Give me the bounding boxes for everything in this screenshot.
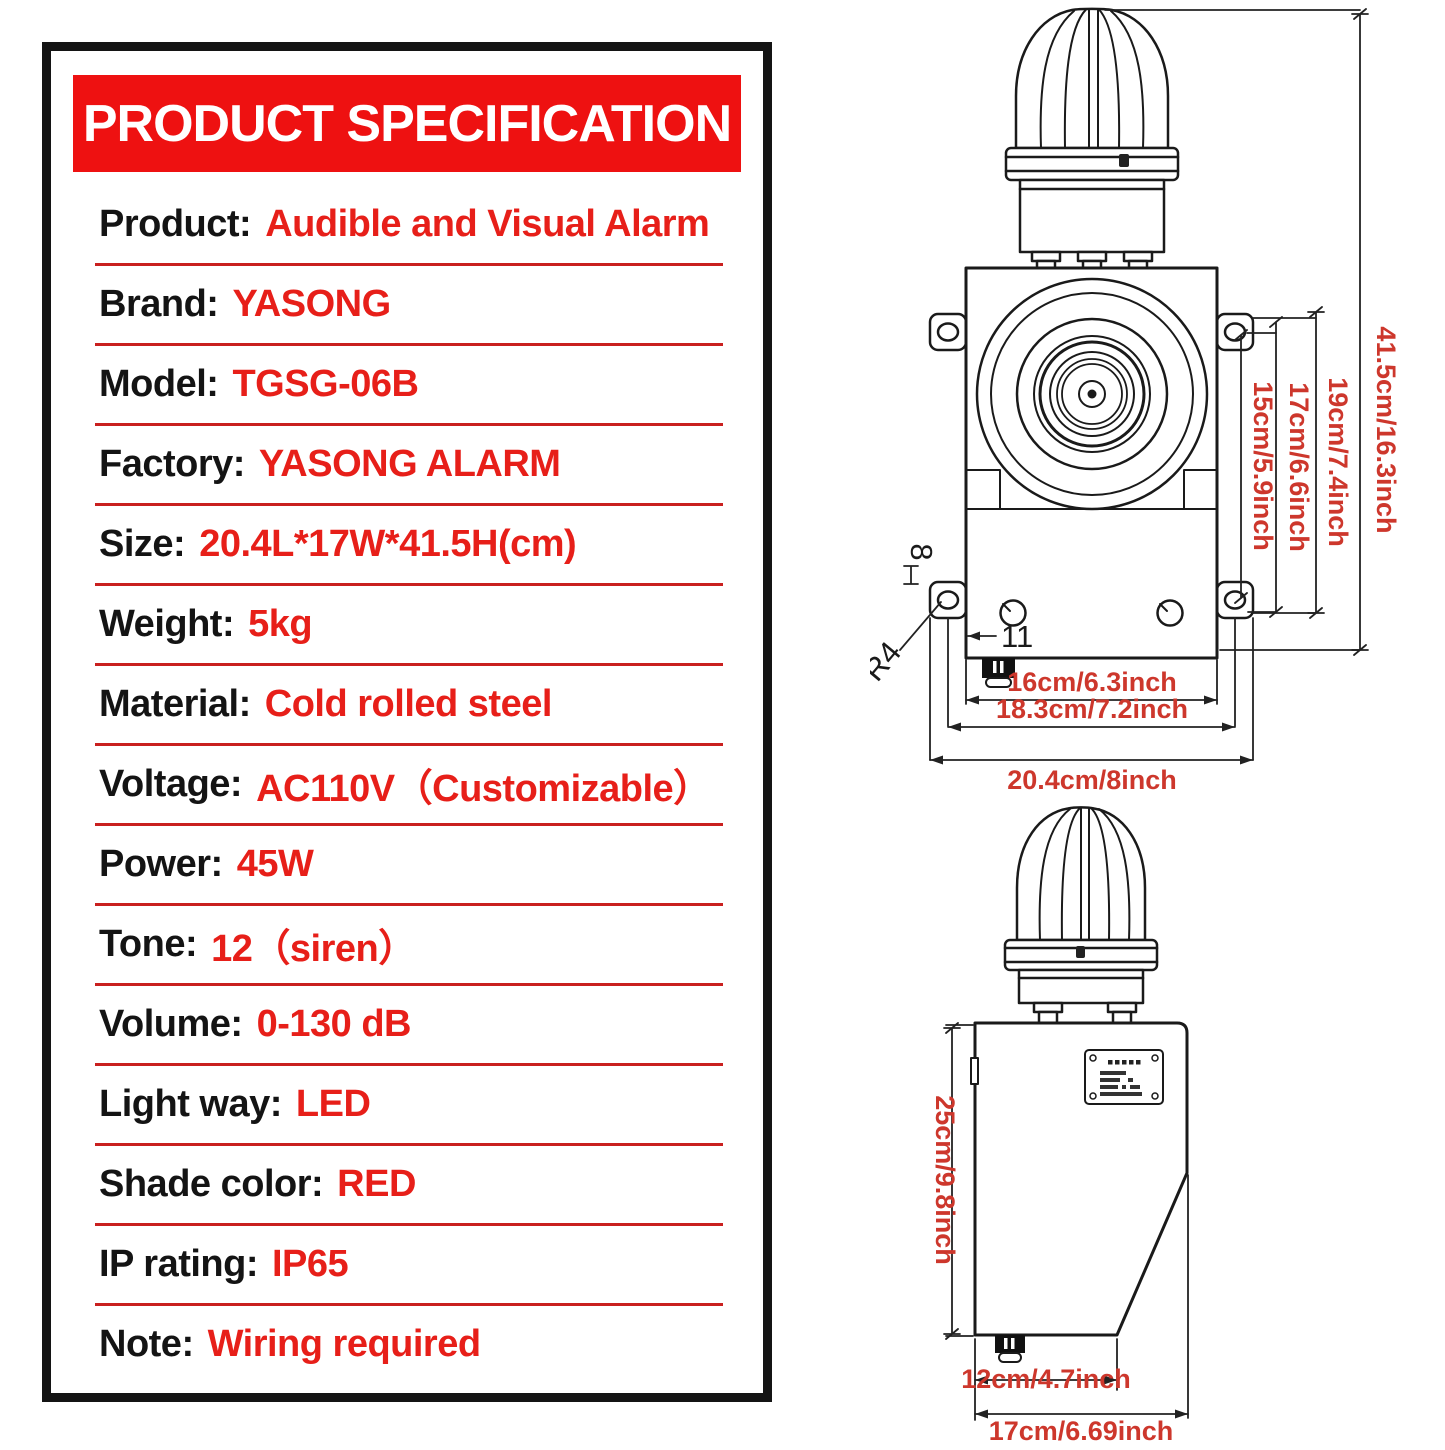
spec-value: LED — [295, 1083, 371, 1125]
spec-row-light-way: Light way: LED — [95, 1066, 723, 1146]
spec-value: 45W — [236, 843, 314, 885]
door-hinge — [970, 1057, 979, 1085]
note-tab-8: 8 — [904, 543, 939, 560]
spec-row-ip-rating: IP rating: IP65 — [95, 1226, 723, 1306]
spec-value: 5kg — [248, 603, 313, 645]
spec-value: YASONG — [232, 283, 391, 325]
band-screw — [1076, 946, 1085, 958]
spec-value: Audible and Visual Alarm — [265, 203, 710, 245]
bracket-hole — [936, 590, 960, 610]
spec-value: TGSG-06B — [232, 363, 419, 405]
spec-label: Light way: — [99, 1083, 282, 1125]
dim-height-17: 17cm/6.6inch — [1284, 382, 1314, 552]
spec-label: Weight: — [99, 603, 235, 645]
spec-row-material: Material: Cold rolled steel — [95, 666, 723, 746]
spec-label: Volume: — [99, 1003, 243, 1045]
spec-value: IP65 — [272, 1243, 349, 1285]
spec-value: Wiring required — [207, 1323, 481, 1365]
dim-total-height: 41.5cm/16.3inch — [1371, 326, 1401, 533]
dim-height-19: 19cm/7.4inch — [1323, 377, 1353, 547]
spec-row-weight: Weight: 5kg — [95, 586, 723, 666]
spec-row-tone: Tone: 12（siren） — [95, 906, 723, 986]
spec-value: Cold rolled steel — [264, 683, 553, 725]
spec-row-power: Power: 45W — [95, 826, 723, 906]
bracket-hole — [936, 322, 960, 342]
spec-row-model: Model: TGSG-06B — [95, 346, 723, 426]
dim-height-15: 15cm/5.9inch — [1248, 381, 1278, 551]
band-screw — [1119, 154, 1129, 167]
spec-row-note: Note: Wiring required — [95, 1306, 723, 1383]
spec-label: Shade color: — [99, 1163, 324, 1205]
front-view-device — [928, 7, 1255, 688]
dim-height-25: 25cm/9.8inch — [930, 1095, 960, 1265]
cable-gland — [982, 658, 1015, 688]
note-hole-offset-11: 11 — [1001, 619, 1033, 654]
nameplate — [1084, 1049, 1164, 1105]
spec-row-voltage: Voltage: AC110V（Customizable） — [95, 746, 723, 826]
spec-label: Size: — [99, 523, 186, 565]
spec-label: Model: — [99, 363, 219, 405]
spec-label: IP rating: — [99, 1243, 259, 1285]
spec-row-product: Product: Audible and Visual Alarm — [95, 186, 723, 266]
spec-label: Tone: — [99, 923, 198, 965]
note-radius-r4: R4 — [870, 635, 908, 688]
cable-gland — [995, 1335, 1025, 1363]
page-title: PRODUCT SPECIFICATION — [82, 94, 732, 153]
spec-label: Product: — [99, 203, 252, 245]
spec-row-volume: Volume: 0-130 dB — [95, 986, 723, 1066]
spec-row-shade-color: Shade color: RED — [95, 1146, 723, 1226]
spec-value: 20.4L*17W*41.5H(cm) — [199, 523, 577, 565]
spec-rows: Product: Audible and Visual Alarm Brand: Y… — [51, 186, 763, 1383]
spec-label: Brand: — [99, 283, 219, 325]
dim-width-16: 16cm/6.3inch — [1007, 667, 1177, 697]
spec-value: RED — [337, 1163, 416, 1205]
spec-row-brand: Brand: YASONG — [95, 266, 723, 346]
spec-panel: PRODUCT SPECIFICATION Product: Audible an… — [42, 42, 772, 1402]
speaker-horn — [975, 277, 1209, 511]
dim-depth-12: 12cm/4.7inch — [961, 1364, 1131, 1394]
spec-label: Factory: — [99, 443, 245, 485]
dim-width-18-3: 18.3cm/7.2inch — [996, 694, 1188, 724]
front-view-dimensions — [899, 8, 1369, 765]
spec-row-size: Size: 20.4L*17W*41.5H(cm) — [95, 506, 723, 586]
bracket-hole — [1223, 590, 1247, 610]
spec-value: 0-130 dB — [256, 1003, 412, 1045]
spec-row-factory: Factory: YASONG ALARM — [95, 426, 723, 506]
dim-depth-17: 17cm/6.69inch — [989, 1416, 1174, 1445]
side-view-device — [970, 806, 1189, 1363]
spec-value: 12（siren） — [211, 928, 416, 970]
side-view-drawing: 25cm/9.8inch 12cm/4.7inch 17cm/6.69inch — [870, 790, 1445, 1446]
spec-value: AC110V（Customizable） — [256, 768, 711, 810]
front-view-drawing: 16cm/6.3inch 18.3cm/7.2inch 20.4cm/8inch… — [856, 0, 1445, 800]
spec-label: Power: — [99, 843, 223, 885]
spec-label: Voltage: — [99, 763, 243, 805]
side-view-dimensions — [943, 1022, 1189, 1421]
spec-label: Material: — [99, 683, 251, 725]
spec-header: PRODUCT SPECIFICATION — [73, 75, 741, 172]
spec-value: YASONG ALARM — [258, 443, 561, 485]
spec-label: Note: — [99, 1323, 194, 1365]
dim-width-20-4: 20.4cm/8inch — [1007, 765, 1177, 795]
